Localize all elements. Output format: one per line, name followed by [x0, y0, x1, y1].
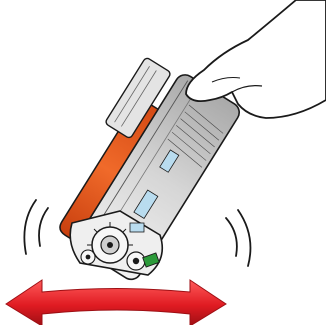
hand-icon	[186, 0, 326, 118]
double-arrow-icon	[6, 280, 226, 325]
